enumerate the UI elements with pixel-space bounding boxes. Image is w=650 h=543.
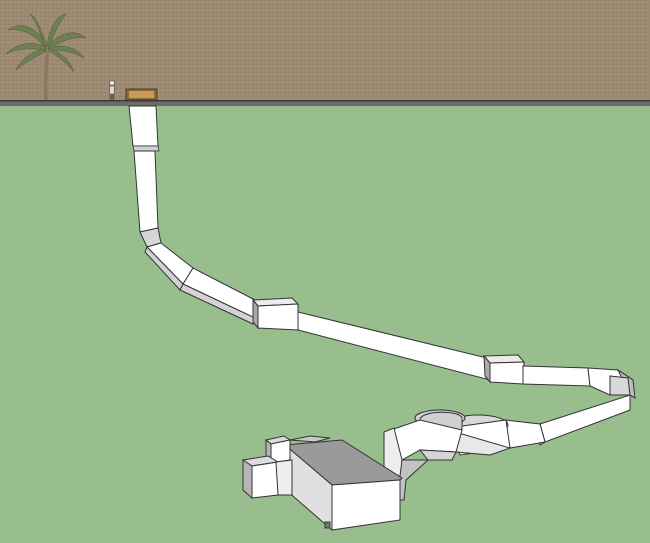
ground-surface-line	[0, 100, 650, 106]
person-figure-icon	[109, 80, 115, 100]
tomb-entrance-icon	[125, 88, 158, 101]
side-chamber-annex	[241, 455, 280, 500]
desert-surface	[0, 0, 650, 103]
corridor-segment-2	[179, 267, 256, 325]
corridor-corner-turn	[587, 367, 636, 399]
corridor-gate-2	[482, 354, 526, 385]
burial-chamber	[283, 439, 403, 532]
entrance-shaft	[128, 105, 160, 152]
descending-corridor-upper	[133, 150, 162, 248]
side-chamber-middle	[275, 459, 293, 496]
corridor-gate-1	[251, 297, 300, 331]
well-shaft-hall	[414, 409, 546, 456]
corridor-segment-4	[522, 365, 591, 387]
palm-tree-icon	[5, 13, 88, 100]
